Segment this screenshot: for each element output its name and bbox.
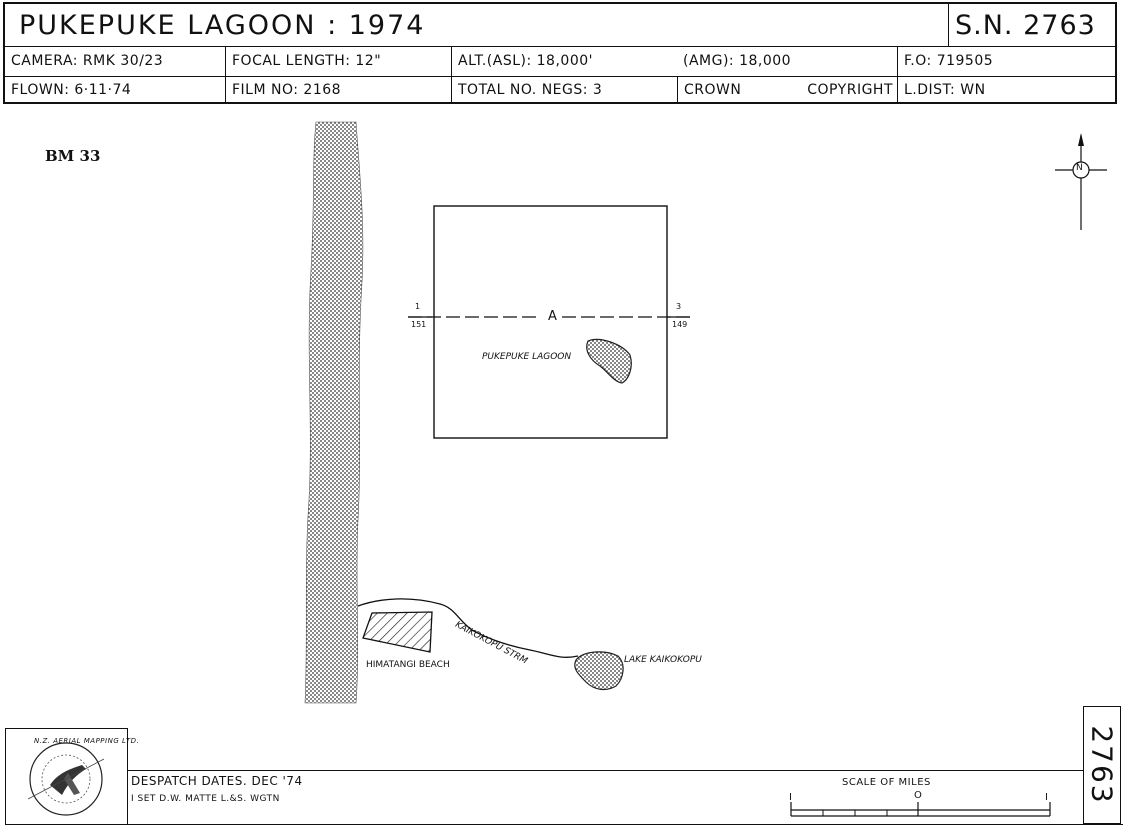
- film-no-field: FILM NO: 2168: [225, 76, 451, 104]
- scale-right-tick: I: [1045, 792, 1049, 803]
- copyright-label: COPYRIGHT: [807, 82, 893, 98]
- pukepuke-lagoon-label: PUKEPUKE LAGOON: [482, 352, 572, 362]
- logo-text: N.Z. AERIAL MAPPING LTD.: [34, 737, 140, 745]
- coastline-strip: [304, 121, 364, 704]
- title-row: PUKEPUKE LAGOON : 1974 S.N. 2763: [5, 4, 1115, 47]
- run-right-bottom: 149: [672, 320, 688, 329]
- crown-label: CROWN: [684, 82, 742, 98]
- scale-label: SCALE OF MILES: [842, 777, 931, 788]
- lake-kaikokopu-label: LAKE KAIKOKOPU: [624, 655, 702, 665]
- total-negs-field: TOTAL NO. NEGS: 3: [451, 76, 677, 104]
- scale-left-tick: I: [789, 792, 793, 803]
- run-right-top: 3: [676, 302, 682, 311]
- survey-number: S.N. 2763: [948, 4, 1115, 46]
- scale-bar: [790, 802, 1051, 817]
- title-block: PUKEPUKE LAGOON : 1974 S.N. 2763 CAMERA:…: [3, 2, 1117, 104]
- run-left-top: 1: [415, 302, 421, 311]
- fo-field: F.O: 719505: [897, 46, 1115, 76]
- bm-label: BM 33: [45, 147, 101, 165]
- run-left-bottom: 151: [411, 320, 427, 329]
- himatangi-beach-label: HIMATANGI BEACH: [366, 660, 450, 670]
- footer-divider-bottom: [128, 824, 1123, 825]
- camera-field: CAMERA: RMK 30/23: [11, 53, 164, 69]
- company-logo-box: N.Z. AERIAL MAPPING LTD.: [5, 728, 139, 825]
- amg-field: (AMG): 18,000: [683, 53, 792, 69]
- pukepuke-lagoon-shape: [586, 338, 632, 384]
- coverage-frame: [433, 205, 668, 439]
- info-row-1: CAMERA: RMK 30/23 FOCAL LENGTH: 12" ALT.…: [5, 46, 1115, 77]
- north-arrow-icon: [1055, 133, 1107, 230]
- side-survey-number-box: 2763: [1083, 706, 1121, 824]
- alt-asl-field: ALT.(ASL): 18,000': [451, 46, 677, 76]
- himatangi-beach-area: [362, 611, 433, 653]
- scale-zero-tick: O: [914, 790, 923, 801]
- kaikokopu-stream-line: [357, 598, 579, 658]
- run-label: A: [545, 309, 560, 324]
- info-row-2: FLOWN: 6·11·74 FILM NO: 2168 TOTAL NO. N…: [5, 76, 1115, 104]
- lake-kaikokopu-shape: [574, 651, 624, 691]
- footer-divider-top: [128, 770, 1083, 771]
- set-line: I SET D.W. MATTE L.&S. WGTN: [131, 794, 280, 804]
- despatch-dates: DESPATCH DATES. DEC '74: [131, 774, 303, 788]
- side-survey-number: 2763: [1085, 725, 1119, 805]
- focal-length-field: FOCAL LENGTH: 12": [225, 46, 451, 76]
- crown-copyright-field: CROWN COPYRIGHT: [677, 76, 897, 104]
- nz-aerial-mapping-logo-icon: [27, 742, 105, 816]
- map-title: PUKEPUKE LAGOON : 1974: [19, 9, 426, 41]
- north-letter: N: [1076, 163, 1083, 173]
- l-dist-field: L.DIST: WN: [897, 76, 1115, 104]
- flown-field: FLOWN: 6·11·74: [11, 82, 132, 98]
